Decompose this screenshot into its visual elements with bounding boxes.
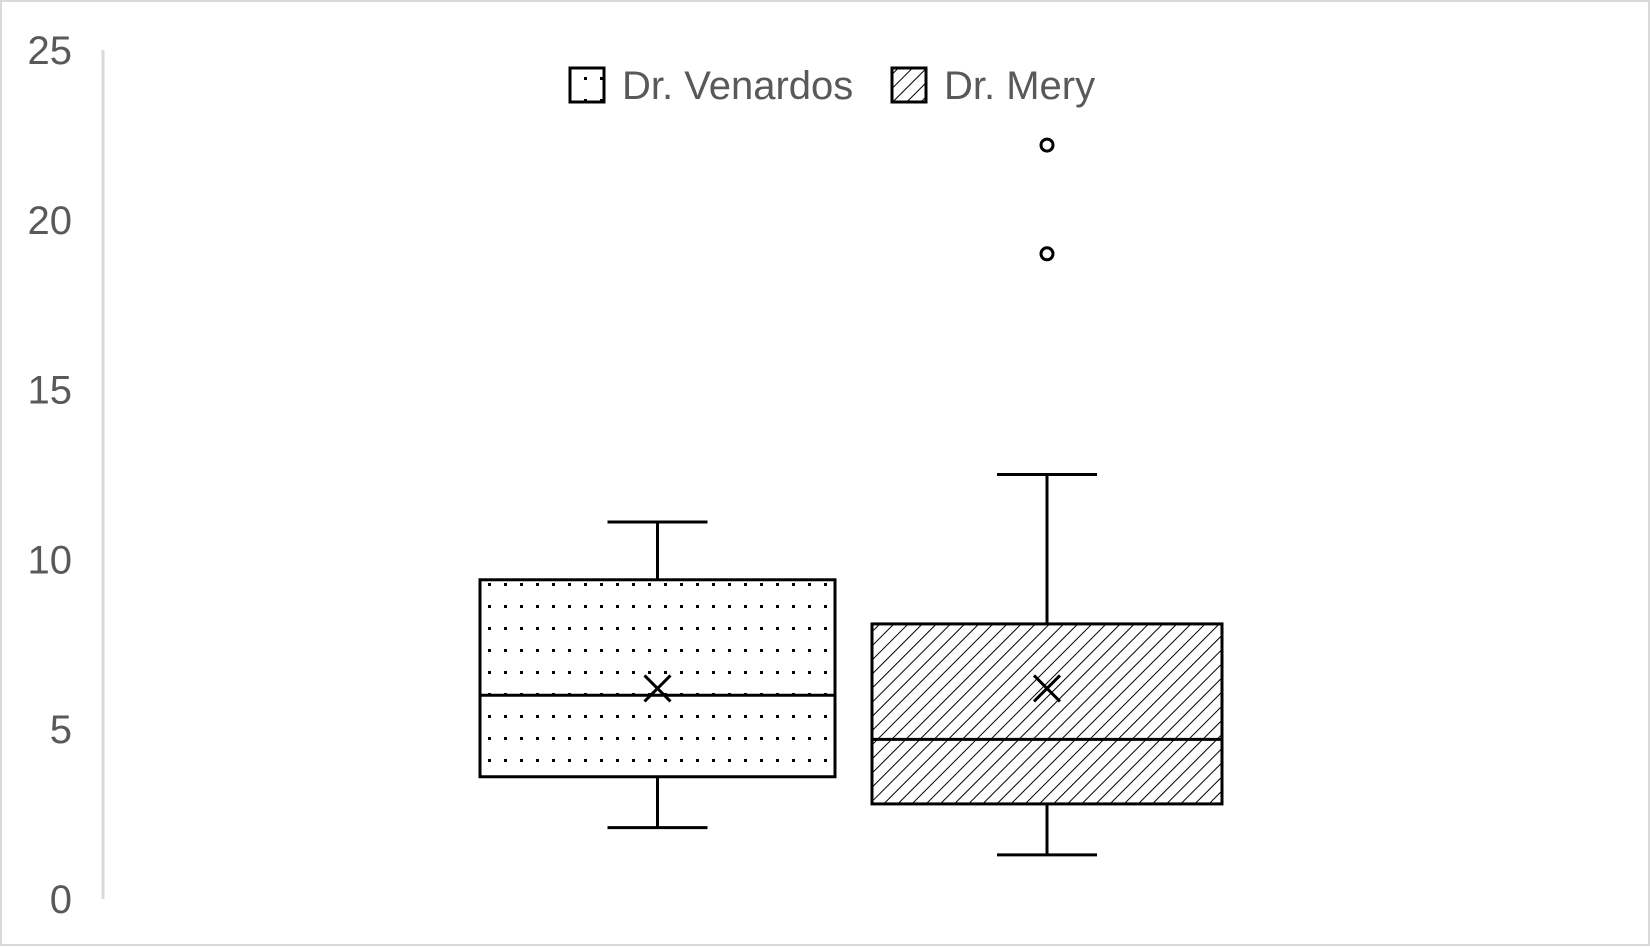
plot-area bbox=[478, 137, 1224, 857]
legend-item: Dr. Mery bbox=[890, 64, 1095, 108]
y-tick-label: 15 bbox=[28, 369, 73, 413]
box-iqr bbox=[870, 622, 1224, 806]
legend-item: Dr. Venardos bbox=[568, 64, 853, 108]
mean-marker bbox=[643, 674, 672, 703]
legend-label: Dr. Venardos bbox=[622, 64, 853, 108]
legend: Dr. Venardos Dr. Mery bbox=[568, 64, 1095, 108]
mean-marker bbox=[1032, 674, 1062, 703]
legend-swatch bbox=[890, 66, 928, 104]
legend-swatch bbox=[568, 66, 606, 104]
y-axis: 0 5 10 15 20 25 bbox=[28, 29, 105, 922]
box-series bbox=[478, 520, 837, 830]
box-iqr bbox=[478, 578, 837, 779]
outlier-point bbox=[1039, 137, 1055, 153]
y-tick-label: 10 bbox=[28, 538, 73, 582]
box-series bbox=[870, 137, 1224, 857]
y-tick-label: 5 bbox=[50, 708, 72, 752]
y-tick-label: 20 bbox=[28, 199, 73, 243]
y-tick-label: 0 bbox=[50, 878, 72, 922]
y-tick-label: 25 bbox=[28, 29, 73, 73]
legend-label: Dr. Mery bbox=[944, 64, 1095, 108]
outlier-point bbox=[1039, 246, 1055, 262]
